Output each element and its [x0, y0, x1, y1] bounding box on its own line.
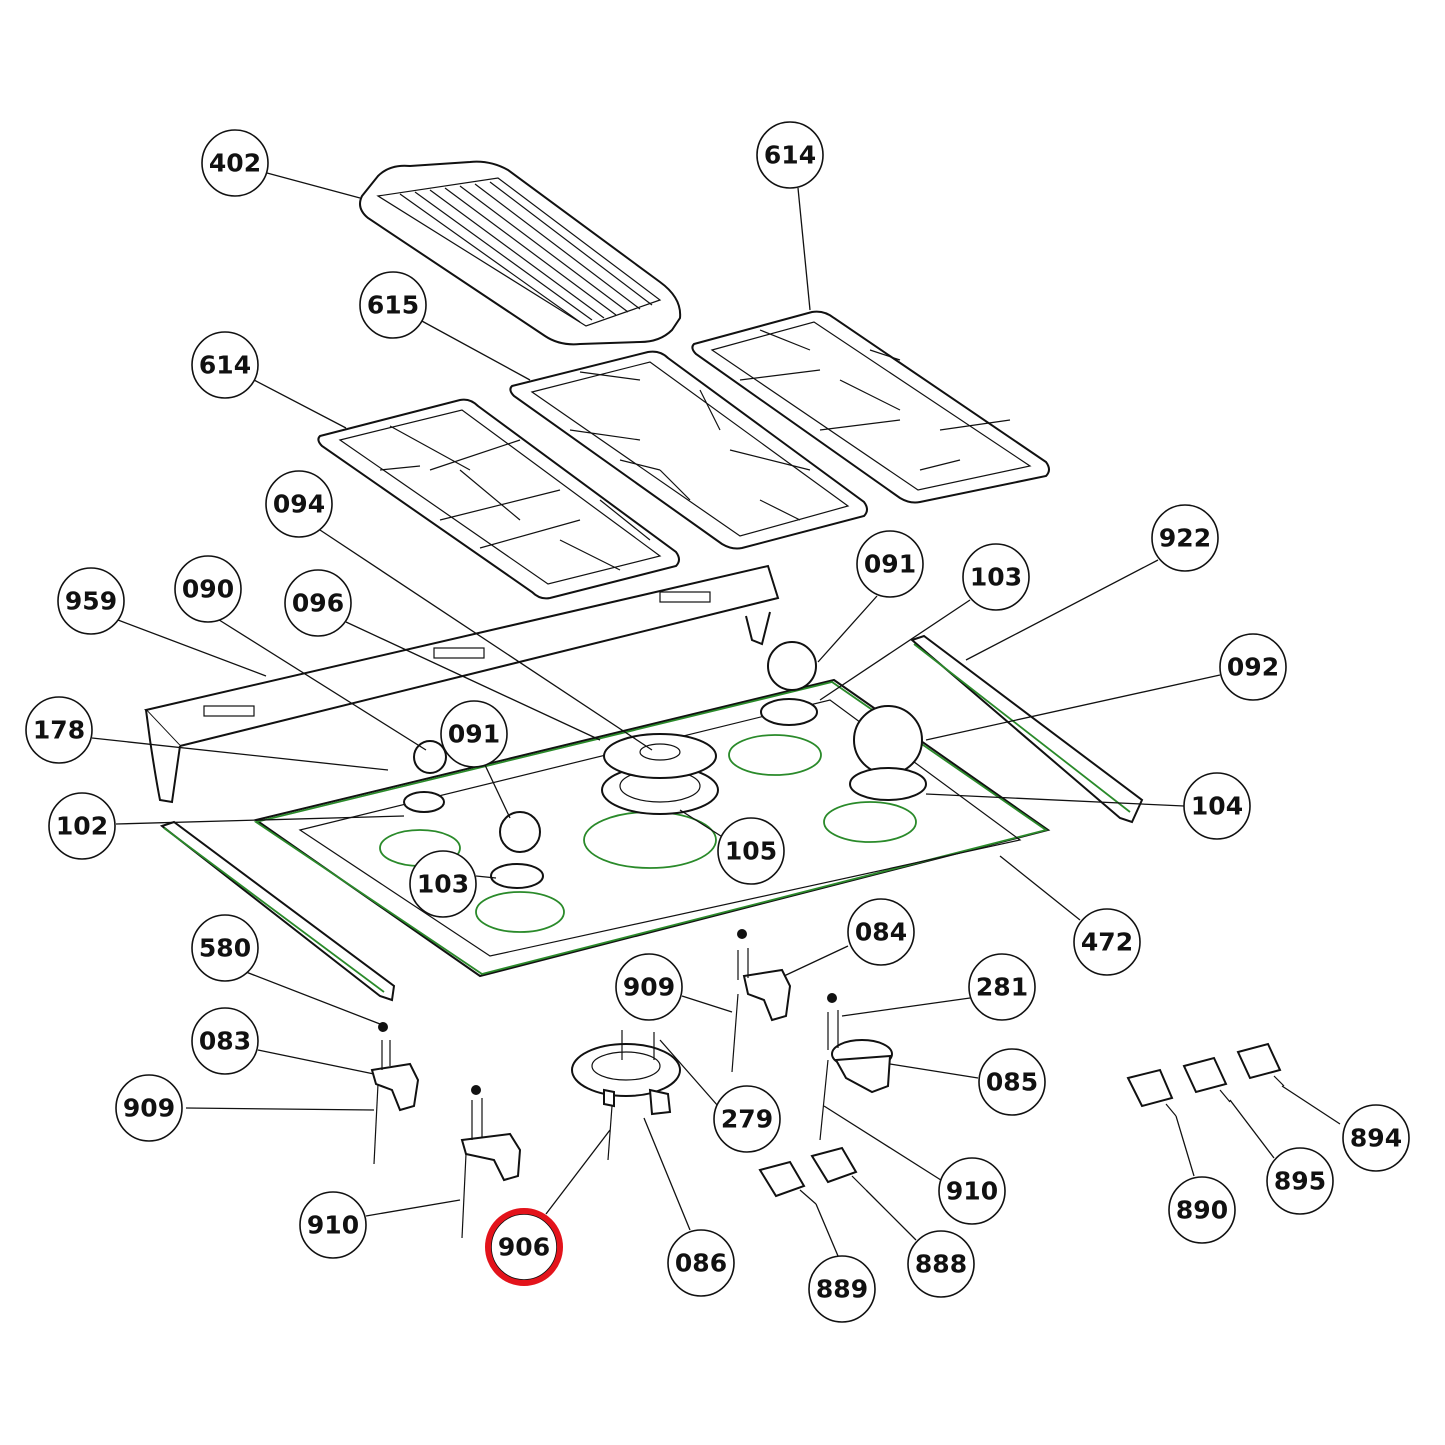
back-panel [144, 564, 780, 804]
svg-text:103: 103 [417, 870, 469, 899]
callout-096[interactable]: 096 [284, 569, 352, 637]
svg-text:472: 472 [1081, 928, 1133, 957]
callout-909-left[interactable]: 909 [115, 1074, 183, 1142]
callout-615[interactable]: 615 [359, 271, 427, 339]
svg-text:102: 102 [56, 812, 108, 841]
callout-092[interactable]: 092 [1219, 633, 1287, 701]
callout-102[interactable]: 102 [48, 792, 116, 860]
svg-text:888: 888 [915, 1250, 967, 1279]
svg-text:402: 402 [209, 149, 261, 178]
callout-472[interactable]: 472 [1073, 908, 1141, 976]
svg-text:096: 096 [292, 589, 344, 618]
callout-281[interactable]: 281 [968, 953, 1036, 1021]
callout-614-left[interactable]: 614 [191, 331, 259, 399]
callout-888[interactable]: 888 [907, 1230, 975, 1298]
highlight-ring [485, 1208, 563, 1286]
svg-text:178: 178 [33, 716, 85, 745]
svg-text:086: 086 [675, 1249, 727, 1278]
callout-085[interactable]: 085 [978, 1048, 1046, 1116]
lower-assemblies [370, 929, 1285, 1239]
svg-text:281: 281 [976, 973, 1028, 1002]
burners [403, 698, 927, 889]
leader-lines [91, 172, 1341, 1257]
svg-text:910: 910 [946, 1177, 998, 1206]
svg-text:894: 894 [1350, 1124, 1402, 1153]
center-grate [509, 350, 868, 550]
right-grate [691, 310, 1050, 504]
callout-103-left[interactable]: 103 [409, 850, 477, 918]
right-side-rail [910, 634, 1144, 824]
svg-text:104: 104 [1191, 792, 1243, 821]
svg-text:279: 279 [721, 1105, 773, 1134]
callout-909-center[interactable]: 909 [615, 953, 683, 1021]
svg-text:922: 922 [1159, 524, 1211, 553]
callout-910-right[interactable]: 910 [938, 1157, 1006, 1225]
callout-178[interactable]: 178 [25, 696, 93, 764]
svg-text:910: 910 [307, 1211, 359, 1240]
callout-910-left[interactable]: 910 [299, 1191, 367, 1259]
callout-959[interactable]: 959 [57, 567, 125, 635]
callout-890[interactable]: 890 [1168, 1176, 1236, 1244]
callout-402[interactable]: 402 [201, 129, 269, 197]
svg-text:084: 084 [855, 918, 907, 947]
svg-text:890: 890 [1176, 1196, 1228, 1225]
svg-text:959: 959 [65, 587, 117, 616]
callout-894[interactable]: 894 [1342, 1104, 1410, 1172]
svg-text:105: 105 [725, 837, 777, 866]
svg-text:085: 085 [986, 1068, 1038, 1097]
svg-text:614: 614 [199, 351, 251, 380]
callout-906[interactable]: 906 [485, 1208, 563, 1286]
svg-text:090: 090 [182, 575, 234, 604]
svg-text:909: 909 [623, 973, 675, 1002]
svg-text:103: 103 [970, 563, 1022, 592]
svg-text:091: 091 [864, 550, 916, 579]
callout-084[interactable]: 084 [847, 898, 915, 966]
callout-104[interactable]: 104 [1183, 772, 1251, 840]
callouts: 402 614 615 614 094 922 959 090 096 091 … [25, 121, 1410, 1323]
callout-103-right[interactable]: 103 [962, 543, 1030, 611]
callout-105[interactable]: 105 [717, 817, 785, 885]
callout-889[interactable]: 889 [808, 1255, 876, 1323]
svg-text:909: 909 [123, 1094, 175, 1123]
griddle-plate [359, 160, 682, 346]
svg-text:615: 615 [367, 291, 419, 320]
callout-091-right[interactable]: 091 [856, 530, 924, 598]
svg-text:094: 094 [273, 490, 325, 519]
svg-text:614: 614 [764, 141, 816, 170]
callout-083[interactable]: 083 [191, 1007, 259, 1075]
svg-text:092: 092 [1227, 653, 1279, 682]
callout-086[interactable]: 086 [667, 1229, 735, 1297]
callout-614-top[interactable]: 614 [756, 121, 824, 189]
callout-094[interactable]: 094 [265, 470, 333, 538]
callout-895[interactable]: 895 [1266, 1147, 1334, 1215]
svg-text:091: 091 [448, 720, 500, 749]
callout-279[interactable]: 279 [713, 1085, 781, 1153]
callout-091-left[interactable]: 091 [440, 700, 508, 768]
callout-922[interactable]: 922 [1151, 504, 1219, 572]
svg-text:906: 906 [498, 1233, 550, 1262]
svg-text:895: 895 [1274, 1167, 1326, 1196]
svg-text:083: 083 [199, 1027, 251, 1056]
callout-090[interactable]: 090 [174, 555, 242, 623]
left-grate [317, 398, 680, 600]
callout-580[interactable]: 580 [191, 914, 259, 982]
svg-text:889: 889 [816, 1275, 868, 1304]
svg-text:580: 580 [199, 934, 251, 963]
